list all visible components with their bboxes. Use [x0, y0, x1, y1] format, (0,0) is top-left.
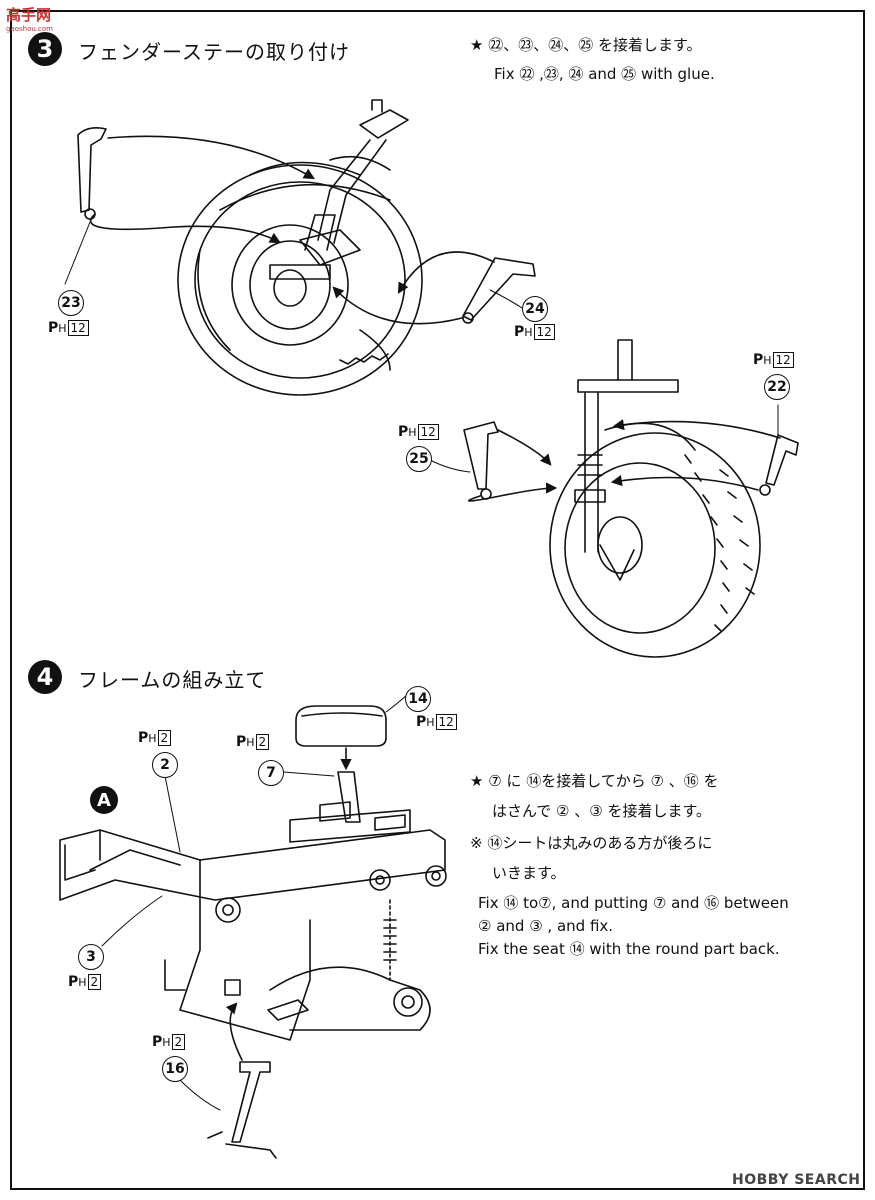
leader-24 [490, 290, 522, 308]
site-logo-text: 高手网 [6, 6, 52, 24]
callout-part-14: 14 [405, 686, 431, 712]
fender-stay-24 [463, 258, 535, 323]
step4-title: フレームの組み立て [78, 668, 267, 692]
side-stand-16 [208, 1062, 276, 1158]
leader-3 [102, 896, 162, 946]
arrow-stay25-bottom [469, 482, 558, 501]
arrow-stay23-top [108, 136, 315, 180]
front-wheel-tire-lower [550, 433, 760, 657]
fender-stay-25 [464, 422, 498, 499]
seat-bracket-7 [338, 772, 360, 822]
view-a-badge: A [90, 786, 118, 814]
leader-23 [65, 222, 90, 284]
callout-part-7: 7 [258, 760, 284, 786]
step3-title: フェンダーステーの取り付け [78, 40, 350, 64]
step3-number-badge: 3 [28, 32, 62, 66]
arrow-stay22-bottom [610, 475, 758, 491]
step4-note-jp-1: ★ ⑦ に ⑭を接着してから ⑦ 、⑯ を [470, 772, 719, 790]
step3-note-jp: ★ ㉒、㉓、㉔、㉕ を接着します。 [470, 36, 702, 54]
frame-assembly [60, 802, 446, 1040]
callout-part-24: 24 [522, 296, 548, 322]
leader-7 [284, 772, 334, 776]
callout-part-22: 22 [764, 374, 790, 400]
instruction-sheet-frame [10, 10, 865, 1190]
step4-note-en-3: Fix the seat ⑭ with the round part back. [478, 940, 780, 958]
step4-note-en-1: Fix ⑭ to⑦, and putting ⑦ and ⑯ between [478, 894, 789, 912]
fender-stay-22 [760, 435, 798, 495]
watermark-text: HOBBY SEARCH [732, 1172, 861, 1188]
step4-note-jp-2: はさんで ② 、③ を接着します。 [492, 802, 711, 820]
leader-25 [430, 460, 470, 472]
arrow-stay25-top [498, 430, 552, 466]
front-fork-upper [270, 100, 408, 279]
site-logo-subtext: gaoshou.com [6, 25, 53, 33]
callout-part-23: 23 [58, 290, 84, 316]
fender-stay-23 [78, 128, 106, 219]
step3-note-en: Fix ㉒ ,㉓, ㉔ and ㉕ with glue. [494, 65, 715, 83]
callout-part-3: 3 [78, 944, 104, 970]
step4-note-jp-4: いきます。 [492, 864, 566, 882]
arrow-stay23-bottom [91, 215, 281, 244]
arrow-stay24-bottom [332, 286, 462, 324]
arrow-stay24-top [397, 252, 494, 294]
callout-part-16: 16 [162, 1056, 188, 1082]
front-fork-lower [575, 340, 695, 580]
step4-number-badge: 4 [28, 660, 62, 694]
step4-note-en-2: ② and ③ , and fix. [478, 917, 614, 935]
leader-16 [180, 1080, 220, 1110]
callout-part-25: 25 [406, 446, 432, 472]
hobby-search-watermark: HOBBY SEARCH [732, 1172, 860, 1188]
arrow-stay22-top [612, 419, 780, 438]
arrow-stand-up [225, 1002, 242, 1060]
site-logo: 高手网 gaoshou.com [6, 4, 53, 33]
step4-note-jp-3: ※ ⑭シートは丸みのある方が後ろに [470, 834, 713, 852]
seat-part-14 [296, 706, 386, 746]
callout-part-2: 2 [152, 752, 178, 778]
front-wheel-tire-upper [178, 163, 422, 396]
leader-2 [165, 776, 180, 852]
